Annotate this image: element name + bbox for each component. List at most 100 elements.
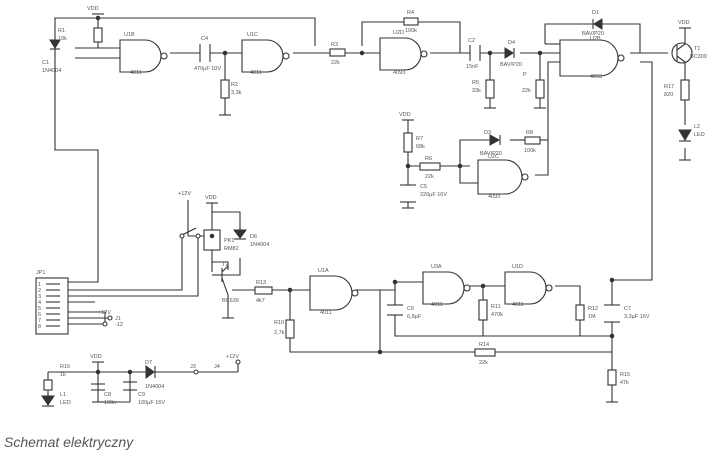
label-p-value: 22k bbox=[522, 88, 531, 94]
label-vdd-top: VDD bbox=[87, 6, 99, 12]
ground-symbols bbox=[92, 107, 691, 403]
resistor-r12 bbox=[575, 304, 585, 321]
label-r3: R3 bbox=[331, 42, 338, 48]
label-j3: J3 bbox=[190, 364, 196, 370]
gate-u1a bbox=[309, 275, 359, 311]
label-r14-value: 22k bbox=[479, 360, 488, 366]
label-u1c-type: 4011 bbox=[250, 70, 262, 76]
label-c8: C8 bbox=[104, 392, 111, 398]
capacitor-c8 bbox=[91, 383, 105, 391]
connector-jp1 bbox=[35, 277, 69, 335]
gate-u2c bbox=[477, 159, 529, 195]
capacitor-c2 bbox=[469, 45, 481, 61]
label-plus12-top: +12V bbox=[178, 191, 191, 197]
label-d7: D7 bbox=[145, 360, 152, 366]
terminal-j3 bbox=[193, 369, 199, 375]
diode-d4 bbox=[504, 47, 515, 59]
label-r2: R2 bbox=[231, 82, 238, 88]
label-l2-value: LED bbox=[694, 132, 705, 138]
label-jp1: JP1 bbox=[36, 270, 45, 276]
label-r8-value: 100k bbox=[524, 148, 536, 154]
label-r17: R17 bbox=[664, 84, 674, 90]
label-r4: R4 bbox=[407, 10, 414, 16]
relay-pk1 bbox=[203, 229, 221, 251]
label-t1: T1 bbox=[694, 46, 700, 52]
label-u2b-type: 4093 bbox=[590, 74, 602, 80]
resistor-r11 bbox=[478, 299, 488, 321]
label-c9-value: 100µF 16V bbox=[138, 400, 165, 406]
label-c2: C2 bbox=[468, 38, 475, 44]
label-j4: J4 bbox=[214, 364, 220, 370]
label-r10: R10 bbox=[274, 320, 284, 326]
label-r15: R15 bbox=[620, 372, 630, 378]
terminal-j2 bbox=[102, 321, 108, 327]
gate-u3a bbox=[422, 271, 471, 305]
label-vdd-relay: VDD bbox=[205, 195, 217, 201]
label-l2: L2 bbox=[694, 124, 700, 130]
label-c5: C5 bbox=[420, 184, 427, 190]
label-l1: L1 bbox=[60, 392, 66, 398]
label-r14: R14 bbox=[479, 342, 489, 348]
label-c1: C1 bbox=[42, 60, 49, 66]
label-u2d: U2D bbox=[393, 30, 404, 36]
capacitor-c6 bbox=[387, 304, 403, 316]
label-t2-value: BC639 bbox=[222, 298, 239, 304]
label-c5-value: 220µF 16V bbox=[420, 192, 447, 198]
transistor-t1 bbox=[671, 42, 693, 64]
label-r8: R8 bbox=[526, 130, 533, 136]
label-u3a-type: 4011 bbox=[431, 302, 443, 308]
label-c4: C4 bbox=[201, 36, 208, 42]
capacitor-c7 bbox=[604, 304, 620, 323]
label-r3-value: 22k bbox=[331, 60, 340, 66]
label-vdd-mid: VDD bbox=[399, 112, 411, 118]
label-u1a-type: 4011 bbox=[320, 310, 332, 316]
gate-u1b bbox=[119, 39, 168, 73]
label-d3: D3 bbox=[484, 130, 491, 136]
label-r7: R7 bbox=[416, 136, 423, 142]
label-d4-value: BAV/P20 bbox=[500, 62, 522, 68]
connector-pins bbox=[46, 283, 60, 327]
label-pk1: PK1 bbox=[224, 238, 234, 244]
resistor-r8 bbox=[524, 136, 541, 145]
label-d7-value: 1N4004 bbox=[145, 384, 164, 390]
label-u3a: U3A bbox=[431, 264, 442, 270]
label-t2: T2 bbox=[222, 262, 228, 268]
label-r13-value: 4k7 bbox=[256, 298, 265, 304]
gate-u2b bbox=[559, 39, 625, 77]
label-c6-value: 6,8µF bbox=[407, 314, 422, 320]
label-r2-value: 3,3k bbox=[231, 90, 242, 96]
label-d1-value: BAV/P20 bbox=[582, 31, 604, 37]
label-u1b: U1B bbox=[124, 32, 135, 38]
diode-d1 bbox=[592, 18, 603, 30]
led-l2 bbox=[678, 129, 692, 142]
label-pin-5: 5 bbox=[38, 306, 41, 312]
label-c4-value: 470µF 10V bbox=[194, 66, 221, 72]
label-u1c: U1C bbox=[247, 32, 258, 38]
gate-u1d bbox=[504, 271, 553, 305]
label-d4: D4 bbox=[508, 40, 515, 46]
label-u1d: U1D bbox=[512, 264, 523, 270]
label-c7: C7 bbox=[624, 306, 631, 312]
schematic-caption: Schemat elektryczny bbox=[4, 434, 134, 450]
label-c6: C6 bbox=[407, 306, 414, 312]
resistor-r13 bbox=[254, 286, 273, 295]
label-j1: J1 bbox=[115, 316, 121, 322]
resistor-r1 bbox=[93, 27, 103, 43]
label-u2b: U2B bbox=[590, 36, 601, 42]
label-t1-value: BC309 bbox=[690, 54, 707, 60]
label-c9: C9 bbox=[138, 392, 145, 398]
label-r5-value: 33k bbox=[472, 88, 481, 94]
label-d6: D6 bbox=[250, 234, 257, 240]
label-r10-value: 2,7k bbox=[274, 330, 285, 336]
label-pk1-value: RM82 bbox=[224, 246, 239, 252]
label-r6-value: 22k bbox=[425, 174, 434, 180]
label-vdd-bottom: VDD bbox=[90, 354, 102, 360]
junction-dots bbox=[95, 15, 615, 375]
resistor-r15 bbox=[607, 369, 617, 386]
capacitor-c9 bbox=[123, 381, 137, 391]
resistor-r5 bbox=[485, 79, 495, 99]
label-pin-6: 6 bbox=[38, 312, 41, 318]
resistor-r7 bbox=[403, 132, 413, 153]
relay-contacts bbox=[179, 227, 201, 239]
